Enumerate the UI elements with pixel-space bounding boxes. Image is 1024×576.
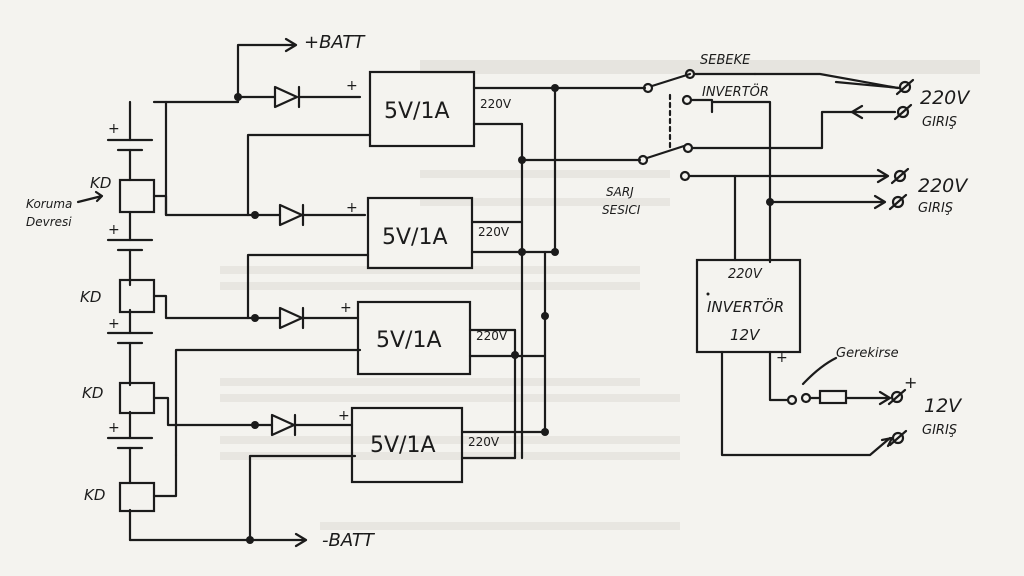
koruma-arrow — [76, 190, 104, 204]
inverter-box-bottom: 12V — [730, 326, 761, 344]
dc-plus-sign: + — [904, 373, 917, 392]
cell-plus-4: + — [108, 420, 120, 436]
cell-plus-1: + — [108, 121, 120, 137]
cell-plus-3: + — [108, 316, 120, 332]
kd-label-2: KD — [80, 288, 101, 306]
fuse — [818, 389, 848, 405]
ac-in-2-label: GIRIŞ — [918, 201, 953, 216]
ac-output-bus — [460, 84, 647, 460]
inverter-box-mid: INVERTÖR — [707, 297, 784, 316]
dc-in-value: 12V — [924, 395, 963, 417]
module-3-plus: + — [340, 300, 352, 316]
module-4 — [350, 406, 464, 484]
diode-3 — [278, 306, 305, 330]
protection-circuit-3 — [118, 381, 156, 415]
diode-1 — [273, 85, 301, 109]
sebeke-label: SEBEKE — [700, 53, 751, 68]
sarj-label-2: SESICI — [602, 203, 641, 217]
ac-in-1-label: GIRIŞ — [922, 115, 957, 130]
inverter-box — [695, 258, 802, 354]
module-2-plus: + — [346, 200, 358, 216]
ac-in-1-value: 220V — [920, 87, 971, 109]
batt-minus-label: -BATT — [322, 530, 376, 551]
fuse-label: Gerekirse — [836, 346, 899, 361]
sarj-label-1: SARJ — [606, 185, 634, 199]
module-2-out: 220V — [478, 225, 510, 239]
module-4-label: 5V/1A — [370, 433, 436, 458]
batt-plus-wire — [236, 37, 298, 104]
protection-circuit-2 — [118, 278, 156, 314]
kd-label-3: KD — [82, 384, 103, 402]
diode-4 — [270, 413, 297, 437]
protection-circuit-4 — [118, 481, 156, 513]
module-4-plus: + — [338, 408, 350, 424]
module-1-label: 5V/1A — [384, 99, 450, 124]
module-3 — [356, 300, 472, 376]
diode-2 — [278, 203, 305, 227]
module-4-out: 220V — [468, 435, 500, 449]
module-3-label: 5V/1A — [376, 328, 442, 353]
protection-circuit-1 — [118, 178, 156, 214]
koruma-label-line2: Devresi — [26, 215, 72, 229]
module-2-label: 5V/1A — [382, 225, 448, 250]
cell-plus-2: + — [108, 222, 120, 238]
module-2 — [366, 196, 474, 270]
dc-in-label: GIRIŞ — [922, 423, 957, 438]
module-3-out: 220V — [476, 329, 508, 343]
battery-stack — [106, 100, 362, 542]
module-1-plus: + — [346, 78, 358, 94]
inverter-switch-label: INVERTÖR — [702, 83, 769, 100]
module-1-out: 220V — [480, 97, 512, 111]
kd-label-1: KD — [90, 174, 111, 192]
inverter-box-top: 220V — [728, 267, 763, 282]
ac-in-2-value: 220V — [918, 175, 969, 197]
kd-label-4: KD — [84, 486, 105, 504]
batt-plus-label: +BATT — [304, 32, 366, 53]
batt-minus-wire — [128, 532, 308, 548]
module-1 — [368, 70, 476, 148]
bleed-through-text — [220, 60, 980, 530]
koruma-label-line1: Koruma — [26, 197, 72, 211]
inverter-plus: + — [776, 350, 788, 366]
